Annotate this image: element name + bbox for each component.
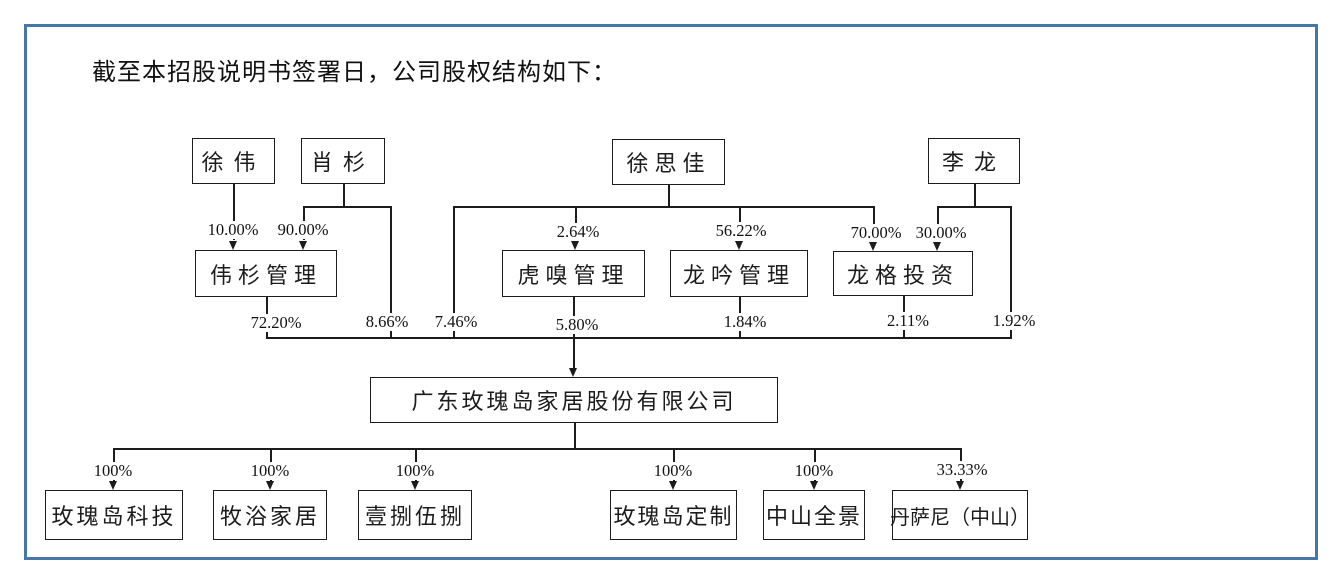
arrow-down-icon [570,241,579,250]
pct-label-longge-company: 2.11% [883,311,933,331]
connector-line [343,184,345,206]
shareholder-box-li-long: 李龙 [928,138,1020,184]
arrow-down-icon [668,481,677,490]
pct-label-company-muyu: 100% [247,461,293,481]
subsidiary-box-yibawuba: 壹捌伍捌 [358,490,472,540]
entity-box-longyin-mgmt: 龙吟管理 [670,250,808,297]
pct-label-xiaoshan-company: 8.66% [362,312,412,332]
arrow-down-icon [932,242,941,251]
subsidiary-box-zhongshan-quanjing: 中山全景 [763,490,865,540]
pct-label-company-yibawuba: 100% [392,461,438,481]
arrow-down-icon [410,481,419,490]
pct-label-xiaoshan-weishan: 90.00% [274,220,332,240]
connector-line [453,206,874,208]
pct-label-longyin-company: 1.84% [720,312,770,332]
shareholder-box-xiao-shan: 肖杉 [301,138,385,184]
pct-label-xusijia-longge: 70.00% [847,223,905,243]
arrow-down-icon [955,481,964,490]
junction-bar [266,337,1012,339]
connector-line [1010,206,1012,337]
connector-line [668,185,670,206]
pct-label-lilong-company: 1.92% [989,311,1039,331]
arrow-down-icon [228,241,237,250]
pct-label-xusijia-huxiu: 2.64% [553,222,603,242]
diagram-title: 截至本招股说明书签署日，公司股权结构如下： [92,60,617,86]
pct-label-weishan-company: 72.20% [247,313,305,333]
entity-box-huxiu-mgmt: 虎嗅管理 [502,250,645,297]
arrow-down-icon [809,481,818,490]
pct-label-xuwei-weishan: 10.00% [204,220,262,240]
pct-label-huxiu-company: 5.80% [552,315,602,335]
connector-line [574,423,576,448]
subsidiary-box-roseisland-custom: 玫瑰岛定制 [610,490,737,540]
entity-box-longge-invest: 龙格投资 [833,251,973,296]
connector-line [303,206,391,208]
connector-line [937,206,939,241]
pct-label-xusijia-longyin: 56.22% [712,221,770,241]
connector-line [390,206,392,337]
connector-line [873,206,875,241]
arrow-down-icon [568,368,577,377]
connector-line [974,183,976,206]
subsidiary-box-dansani: 丹萨尼（中山） [890,490,1030,540]
connector-line [573,337,575,368]
subsidiary-box-muyu-home: 牧浴家居 [213,490,327,540]
connector-line [937,206,1011,208]
entity-box-weishan-mgmt: 伟杉管理 [195,250,337,297]
pct-label-company-dansani: 33.33% [933,460,991,480]
shareholder-box-xu-sijia: 徐思佳 [612,139,725,185]
pct-label-lilong-longge: 30.00% [912,223,970,243]
pct-label-company-quanjing: 100% [791,461,837,481]
connector-line [453,206,455,337]
subsidiary-box-roseisland-tech: 玫瑰岛科技 [45,490,183,540]
arrow-down-icon [298,241,307,250]
shareholder-box-xu-wei: 徐伟 [192,138,275,184]
company-box: 广东玫瑰岛家居股份有限公司 [370,377,778,423]
connector-line [233,184,235,240]
pct-label-company-custom: 100% [650,461,696,481]
pct-label-company-roseislandtech: 100% [90,461,136,481]
arrow-down-icon [108,481,117,490]
distribution-bar [113,448,961,450]
pct-label-xusijia-company: 7.46% [431,312,481,332]
arrow-down-icon [868,242,877,251]
arrow-down-icon [734,241,743,250]
arrow-down-icon [265,481,274,490]
